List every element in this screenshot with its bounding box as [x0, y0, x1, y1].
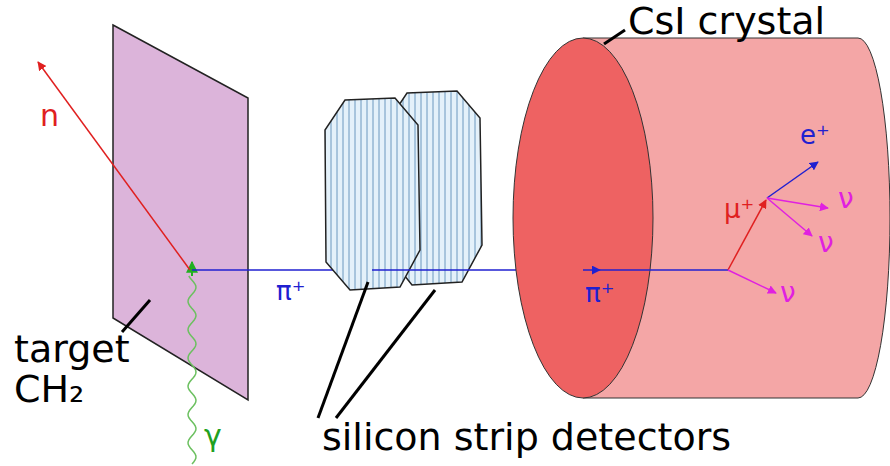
leader-line [122, 300, 150, 332]
gamma-ray [188, 262, 196, 464]
part-label: CsI crystal [628, 2, 825, 42]
pion-track [600, 269, 728, 271]
positron-track [767, 162, 818, 198]
neutrino-track [767, 198, 812, 236]
neutron-track [38, 62, 190, 270]
part-label: silicon strip detectors [322, 418, 731, 458]
particle-label: ν [838, 184, 854, 213]
leader-line [604, 30, 625, 44]
silicon-detector [325, 98, 420, 290]
particle-label: e⁺ [800, 122, 830, 149]
neutrino-track [728, 270, 776, 293]
gamma-arrow [191, 262, 193, 276]
crystal-face [513, 38, 653, 398]
target-plane [113, 25, 248, 400]
particle-label: π⁺ [585, 280, 614, 307]
particle-label: γ [204, 420, 222, 452]
particle-label: n [40, 100, 59, 132]
part-label: target CH₂ [14, 330, 164, 410]
leader-line [318, 282, 368, 418]
particle-label: π⁺ [276, 278, 305, 305]
particle-label: ν [818, 228, 834, 257]
particle-label: ν [780, 278, 796, 307]
pion-track [583, 269, 600, 271]
leader-line [336, 290, 435, 418]
gamma-wave [188, 276, 196, 464]
particle-label: μ⁺ [724, 196, 754, 223]
